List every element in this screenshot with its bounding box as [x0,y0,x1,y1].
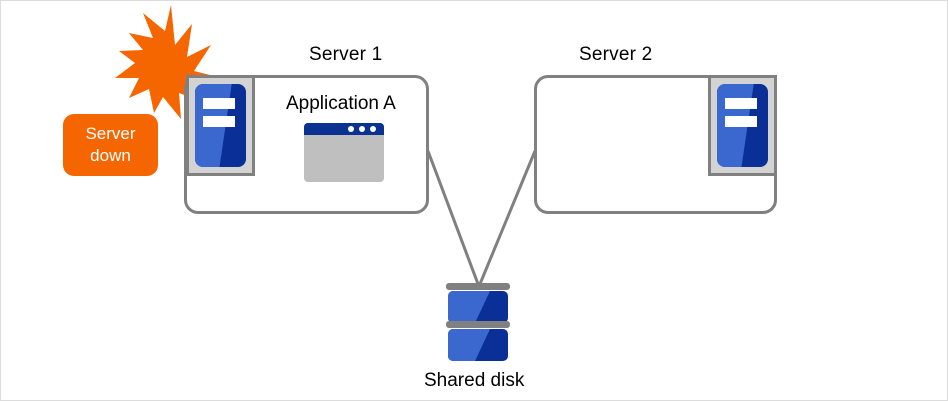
connector-server1-to-disk [426,150,480,285]
disk-block [448,329,508,361]
server-icon-bar-top [725,98,757,109]
application-window-titlebar [304,123,384,135]
server-icon-bar-bottom [725,116,757,128]
window-dot-icon [359,126,365,132]
server1-container [184,75,429,214]
shared-disk-label: Shared disk [424,370,525,391]
server1-machine-icon [186,75,255,176]
server-icon-body [195,84,246,167]
server1-caption: Server 1 [309,44,383,65]
server-icon-bar-bottom [203,116,235,128]
server2-machine-icon [708,75,777,176]
status-badge: Server down [63,114,158,176]
status-badge-line1: Server [85,124,136,143]
shared-disk-icon [446,283,510,365]
status-badge-line2: down [90,146,131,165]
connector-server2-to-disk [478,150,537,285]
window-dot-icon [370,126,376,132]
disk-separator-middle [446,321,510,328]
application-window-icon [304,123,384,182]
disk-block [448,291,508,323]
server2-caption: Server 2 [579,44,653,65]
window-dot-icon [348,126,354,132]
application-label: Application A [286,93,396,114]
disk-separator-top [446,283,510,290]
server-icon-bar-top [203,98,235,109]
server-icon-body [717,84,768,167]
